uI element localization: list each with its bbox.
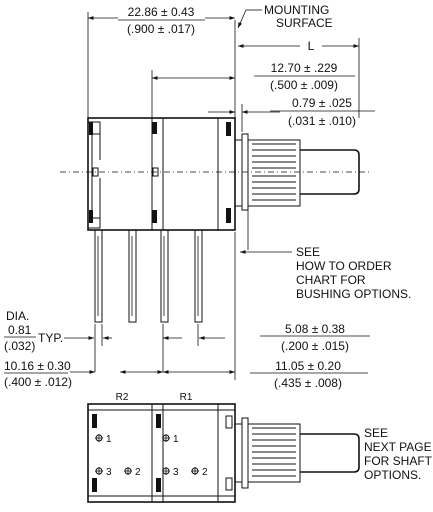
side-view-body	[60, 117, 372, 231]
bottom-view: R2 R1 1 3 2 1 3	[87, 392, 360, 503]
pin-typ-label: TYP.	[38, 331, 63, 345]
shaft-note-line-2: NEXT PAGE	[364, 440, 432, 454]
pin-spacing-in: (.200 ± .015)	[281, 339, 349, 353]
flange-dimension: 0.79 ± .025 (.031 ± .010)	[208, 96, 375, 132]
terminal-to-mount-in: (.435 ± .008)	[274, 376, 342, 390]
mounting-surface-label-1: MOUNTING	[264, 3, 329, 17]
overall-width-dimension: 22.86 ± 0.43 (.900 ± .017)	[87, 5, 236, 118]
body-width-in: (.400 ± .012)	[4, 375, 72, 389]
pin-marker-2-left	[124, 467, 132, 475]
bushing-note-line-2: HOW TO ORDER	[296, 259, 392, 273]
pin-spacing-dimension: 5.08 ± 0.38 (.200 ± .015)	[162, 322, 370, 372]
pin-1-left-label: 1	[106, 434, 112, 445]
overall-width-mm: 22.86 ± 0.43	[128, 5, 195, 19]
pin-2-right-label: 2	[202, 467, 208, 478]
overall-width-in: (.900 ± .017)	[127, 22, 195, 36]
shaft-options-note: SEE NEXT PAGE FOR SHAFT OPTIONS.	[364, 426, 433, 482]
terminal-to-mount-dimension: 11.05 ± 0.20 (.435 ± .008)	[163, 232, 368, 390]
pin-3-left-label: 3	[106, 467, 112, 478]
bushing-note-line-4: BUSHING OPTIONS.	[296, 287, 411, 301]
pin-1-right-label: 1	[173, 434, 179, 445]
r1-label: R1	[180, 392, 193, 403]
pin-marker-2-right	[191, 467, 199, 475]
bushing-note-line-3: CHART FOR	[296, 273, 366, 287]
shaft	[300, 149, 360, 195]
r2-label: R2	[116, 392, 129, 403]
flange-in: (.031 ± .010)	[288, 114, 356, 128]
pin-dia-label: DIA.	[6, 309, 29, 323]
shaft-note-line-1: SEE	[364, 426, 388, 440]
shaft-note-line-4: OPTIONS.	[364, 468, 421, 482]
bushing-to-terminal-in: (.500 ± .009)	[270, 78, 338, 92]
pin-dia-in: (.032)	[4, 339, 35, 353]
bushing-to-terminal-dimension: 12.70 ± .229 (.500 ± .009)	[151, 61, 355, 118]
terminal-to-mount-mm: 11.05 ± 0.20	[275, 359, 341, 373]
pin-dia-mm: 0.81	[8, 323, 32, 337]
shaft-note-line-3: FOR SHAFT	[364, 454, 433, 468]
flange-mm: 0.79 ± .025	[292, 96, 352, 110]
shaft-length-label: L	[308, 39, 315, 53]
pin-marker-3-left	[95, 467, 103, 475]
terminal-pins	[94, 229, 203, 323]
pin-spacing-mm: 5.08 ± 0.38	[285, 322, 345, 336]
threaded-bushing	[234, 133, 301, 211]
pin-marker-1-left	[95, 434, 103, 442]
mounting-surface-label-2: SURFACE	[276, 16, 333, 30]
pin-marker-1-right	[162, 434, 170, 442]
body-width-mm: 10.16 ± 0.30	[4, 359, 71, 373]
pin-diameter-dimension: DIA. 0.81 TYP. (.032)	[4, 309, 112, 372]
bushing-to-terminal-mm: 12.70 ± .229	[271, 61, 338, 75]
pin-3-right-label: 3	[173, 467, 179, 478]
bushing-options-note: SEE HOW TO ORDER CHART FOR BUSHING OPTIO…	[240, 208, 411, 301]
pin-2-left-label: 2	[135, 467, 141, 478]
shaft-length-dimension: L	[238, 38, 360, 118]
bushing-note-line-1: SEE	[296, 245, 320, 259]
pin-marker-3-right	[162, 467, 170, 475]
mounting-surface-callout: MOUNTING SURFACE	[237, 3, 333, 30]
body-width-dimension: 10.16 ± 0.30 (.400 ± .012)	[4, 359, 163, 389]
